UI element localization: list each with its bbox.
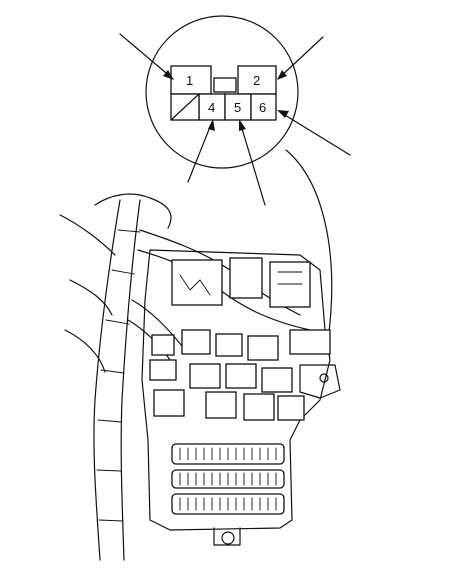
pin-5-cavity	[224, 93, 252, 121]
relay-low-2	[205, 391, 237, 419]
pin-6-cavity	[250, 93, 277, 121]
pin-2-label: 2	[253, 73, 260, 88]
target-connector	[289, 329, 331, 355]
harness-wrap-1	[117, 229, 141, 233]
center-latch	[213, 77, 237, 93]
harness-branch-left-3	[64, 329, 106, 373]
relay-3	[269, 261, 311, 308]
relay-1-detail	[179, 274, 211, 296]
relay-low-1	[153, 389, 185, 417]
fuse-box-outline	[141, 249, 331, 531]
socket-m2	[181, 329, 211, 355]
harness-to-box-3	[131, 299, 186, 351]
relay-row-4	[261, 367, 293, 393]
connector-face	[170, 65, 277, 121]
relay-row-1	[149, 359, 177, 381]
arrowhead-pin-1	[163, 70, 174, 80]
leader-arrows	[119, 33, 351, 206]
leader-pin-1	[119, 33, 173, 79]
callout-curve	[285, 149, 333, 341]
relay-2	[229, 257, 263, 299]
leader-pin-2	[278, 36, 324, 79]
arrowhead-pin-5	[239, 119, 246, 131]
pin-1-label: 1	[186, 73, 193, 88]
pin-6-label: 6	[259, 100, 266, 115]
harness-branch-left	[59, 214, 116, 256]
harness-main-left	[93, 199, 121, 561]
socket-m1	[151, 334, 175, 356]
harness-wrap-6	[96, 469, 122, 472]
fuse-strip-2-blades	[179, 472, 277, 486]
mounting-tab	[299, 364, 341, 399]
socket-m3	[215, 333, 243, 357]
pin-5-label: 5	[234, 100, 241, 115]
bottom-bracket	[213, 527, 241, 546]
connector-detail-inset: 1 2 4 5 6	[119, 15, 351, 341]
harness-wrap-7	[98, 519, 124, 522]
harness-branch-top	[94, 193, 172, 229]
relay-low-4	[277, 395, 305, 421]
relay-3-detail	[277, 271, 303, 285]
socket-m4	[247, 335, 279, 361]
arrowhead-pin-6	[277, 110, 289, 118]
harness-wrap-3	[105, 319, 130, 325]
harness-wrap-2	[111, 269, 135, 275]
harness-wrap-5	[97, 419, 122, 423]
arrowhead-pin-4	[208, 119, 215, 131]
fuse-relay-box	[141, 249, 341, 546]
leader-pin-6	[279, 111, 351, 156]
arrowhead-pin-2	[277, 70, 287, 80]
mounting-tab-hole	[319, 373, 329, 383]
relay-row-3	[225, 363, 257, 389]
relay-low-3	[243, 393, 275, 421]
leader-pin-4	[187, 121, 213, 183]
bottom-bolt	[221, 531, 235, 545]
harness-branch-left-2	[69, 279, 113, 316]
leader-pin-5	[239, 121, 266, 206]
magnifier-circle	[145, 15, 299, 169]
harness-main-right	[120, 199, 141, 561]
blank-cavity-slash	[170, 93, 200, 121]
pin-4-label: 4	[208, 100, 215, 115]
fuse-strip-1-blades	[179, 447, 277, 461]
relay-row-2	[189, 363, 221, 389]
fuse-strip-3-blades	[179, 497, 277, 511]
